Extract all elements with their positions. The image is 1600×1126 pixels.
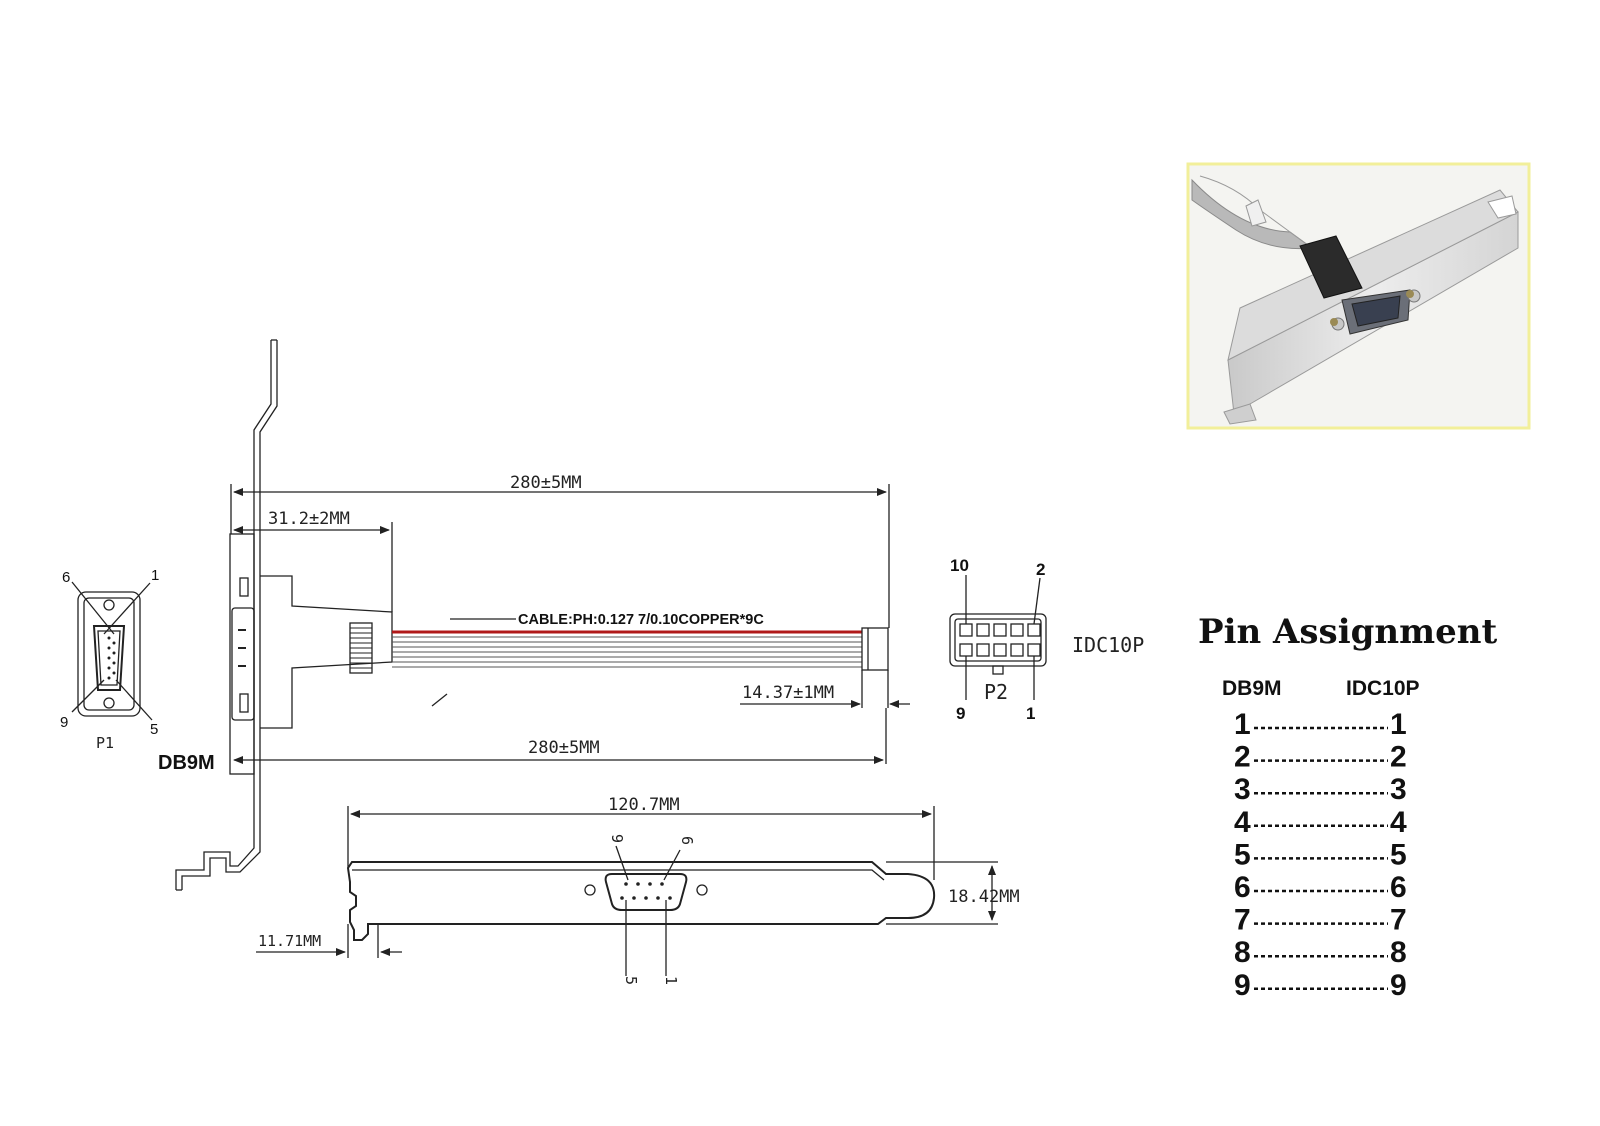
bracket-pin-1-label: 1 <box>662 976 680 985</box>
pin-row-db9m: 3 <box>1234 773 1251 806</box>
dim-bracket-offset: 31.2±2MM <box>233 509 393 612</box>
svg-text:31.2±2MM: 31.2±2MM <box>268 509 350 529</box>
bracket-front-view: 9 6 5 1 <box>346 834 936 985</box>
p1-pin-6-label: 6 <box>62 569 70 586</box>
dim-bracket-tab: 11.71MM <box>256 924 402 958</box>
svg-text:11.71MM: 11.71MM <box>258 932 321 950</box>
p1-pin-5-label: 5 <box>150 721 158 738</box>
p2-pin-10-label: 10 <box>950 556 969 575</box>
bracket-side-view <box>175 339 393 891</box>
svg-text:280±5MM: 280±5MM <box>528 738 600 758</box>
bracket-pin-9-label: 9 <box>608 834 626 843</box>
dim-idc-length: 14.37±1MM <box>740 670 910 708</box>
p2-label: P2 <box>984 680 1008 704</box>
pin-row-idc10p: 6 <box>1390 871 1407 904</box>
pin-row-db9m: 5 <box>1234 838 1251 871</box>
pin-row-idc10p: 4 <box>1390 806 1407 839</box>
pin-row-db9m: 8 <box>1234 936 1251 969</box>
pin-row-db9m: 2 <box>1234 741 1251 774</box>
dim-total-length-top: 280±5MM <box>230 473 890 628</box>
p2-idc10-view: 10 2 9 1 P2 IDC10P <box>949 556 1144 723</box>
pin-row-idc10p: 9 <box>1390 969 1407 1002</box>
dim-bracket-height: 18.42MM <box>886 861 1020 925</box>
pin-row-idc10p: 3 <box>1390 773 1407 806</box>
pin-row-db9m: 1 <box>1234 708 1251 741</box>
cable-spec-label: CABLE:PH:0.127 7/0.10COPPER*9C <box>518 612 764 628</box>
p1-pin-1-label: 1 <box>151 567 159 584</box>
pin-row-db9m: 4 <box>1234 806 1251 839</box>
pin-row-idc10p: 1 <box>1390 708 1407 741</box>
ribbon-cable <box>392 627 889 707</box>
pin-row-db9m: 9 <box>1234 969 1251 1002</box>
svg-text:18.42MM: 18.42MM <box>948 887 1020 907</box>
pin-assignment-title: Pin Assignment <box>1198 612 1497 652</box>
pin-col-idc10p: IDC10P <box>1346 677 1420 700</box>
p2-pin-9-label: 9 <box>956 704 965 723</box>
pin-row-db9m: 7 <box>1234 904 1251 937</box>
p1-db9-front-view: 6 1 9 5 P1 <box>60 567 159 752</box>
p2-pin-2-label: 2 <box>1036 560 1045 579</box>
dim-bracket-width: 120.7MM <box>347 795 935 880</box>
pin-row-idc10p: 8 <box>1390 936 1407 969</box>
pin-row-idc10p: 2 <box>1390 741 1407 774</box>
db9m-label: DB9M <box>158 752 215 774</box>
pin-row-idc10p: 7 <box>1390 904 1407 937</box>
svg-text:120.7MM: 120.7MM <box>608 795 680 815</box>
dim-total-length-bottom: 280±5MM <box>233 708 887 764</box>
product-photo <box>1186 162 1531 430</box>
bracket-pin-6-label: 6 <box>678 836 696 845</box>
bracket-pin-5-label: 5 <box>622 976 640 985</box>
pin-col-db9m: DB9M <box>1222 677 1282 700</box>
svg-text:280±5MM: 280±5MM <box>510 473 582 493</box>
idc10p-label: IDC10P <box>1072 633 1144 657</box>
p1-label: P1 <box>96 734 114 752</box>
pin-row-idc10p: 5 <box>1390 838 1407 871</box>
p1-pin-9-label: 9 <box>60 714 68 731</box>
p2-pin-1-label: 1 <box>1026 704 1035 723</box>
svg-text:14.37±1MM: 14.37±1MM <box>742 683 834 703</box>
pin-row-db9m: 6 <box>1234 871 1251 904</box>
p1-pin-dots <box>107 636 116 680</box>
